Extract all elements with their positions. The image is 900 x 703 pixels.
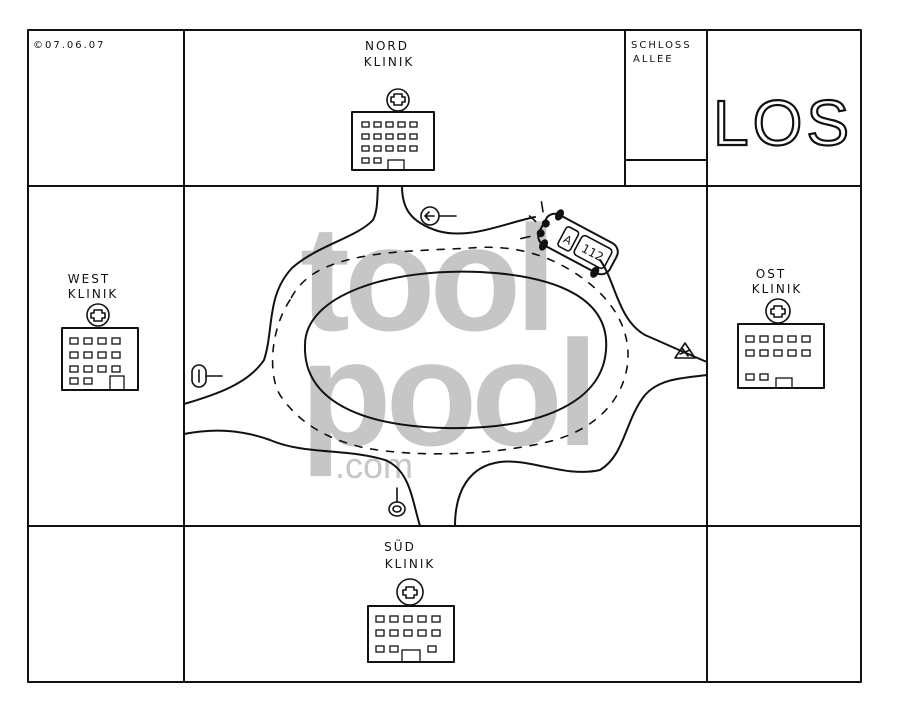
clinic-sued[interactable]: SÜD KLINIK [367, 538, 455, 663]
wheel-icon [554, 209, 565, 221]
roundabout-roads [183, 185, 708, 527]
clinic-nord-line1: NORD [365, 39, 409, 53]
hospital-building-icon [351, 88, 435, 171]
street-label-line2: ALLEE [633, 54, 674, 65]
siren-light-icon [536, 229, 545, 238]
clinic-sued-line2: KLINIK [385, 557, 435, 571]
hospital-building-icon [61, 303, 139, 391]
clinic-nord-line2: KLINIK [364, 55, 414, 69]
wheel-icon [539, 239, 549, 251]
siren-rays-icon [520, 201, 544, 240]
hospital-building-icon [367, 578, 455, 663]
clinic-nord[interactable]: NORD KLINIK [351, 39, 435, 171]
watermark-line2: pool [300, 309, 593, 477]
clinic-ost-line1: OST [756, 267, 786, 281]
clinic-ost[interactable]: OST KLINIK [737, 267, 825, 389]
sign-triangle-icon [674, 342, 696, 359]
sign-circle-icon [388, 487, 406, 517]
street-schlossallee[interactable]: SCHLOSS ALLEE [631, 40, 692, 65]
siren-light-icon [541, 219, 550, 228]
clinic-west-line1: WEST [68, 272, 110, 286]
clinic-west-line2: KLINIK [68, 287, 118, 301]
watermark: tool pool .com [300, 194, 599, 486]
start-label: LOS [713, 87, 853, 159]
wheel-icon [590, 266, 600, 278]
sign-barrier-icon [191, 364, 223, 388]
start-field[interactable]: LOS [712, 86, 853, 160]
street-label-line1: SCHLOSS [631, 40, 692, 51]
clinic-ost-line2: KLINIK [752, 282, 802, 296]
clinic-sued-line1: SÜD [384, 538, 416, 554]
hospital-building-icon [737, 298, 825, 389]
watermark-suffix: .com [335, 445, 413, 486]
roundabout-island [303, 270, 608, 430]
clinic-west[interactable]: WEST KLINIK [61, 272, 139, 391]
sign-arrow-left-icon [420, 206, 457, 226]
copyright-label: ©07.06.07 [33, 40, 106, 51]
board-grid [27, 29, 862, 683]
